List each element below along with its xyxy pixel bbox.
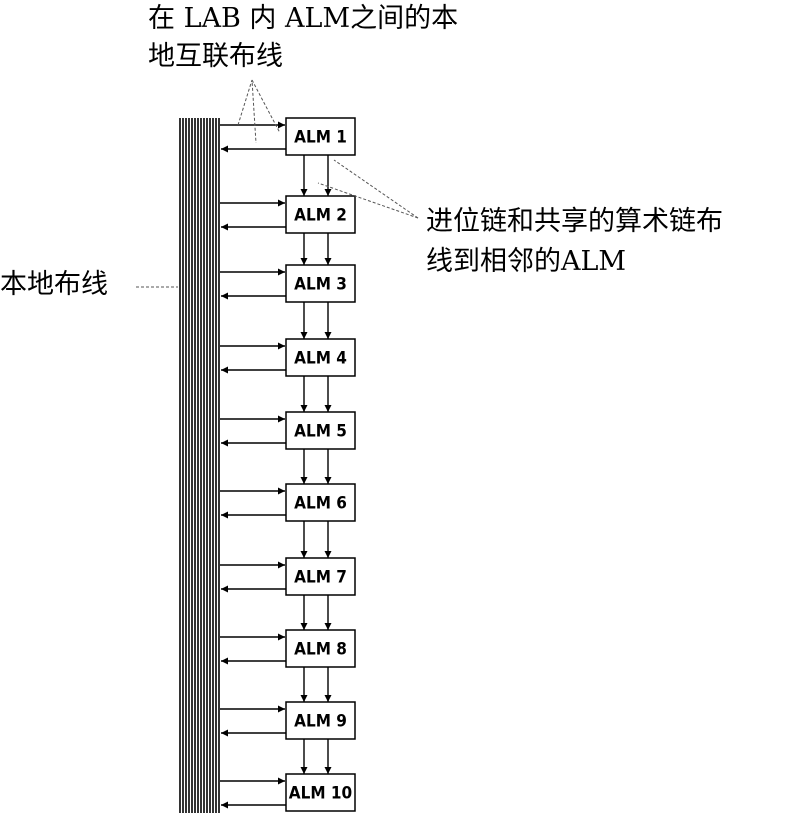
carry-chain-label-line1: 进位链和共享的算术链布 bbox=[426, 206, 723, 237]
alm-box bbox=[285, 195, 356, 234]
alm-block: ALM 1 bbox=[220, 117, 356, 196]
alm-box bbox=[285, 483, 356, 522]
alm-box bbox=[285, 264, 356, 303]
alm-label: ALM 7 bbox=[294, 568, 347, 588]
alm-block: ALM 6 bbox=[220, 483, 356, 558]
alm-box bbox=[285, 701, 356, 740]
alm-box bbox=[285, 629, 356, 668]
carry-chain-label-line2: 线到相邻的ALM bbox=[426, 246, 627, 277]
alm-box bbox=[285, 557, 356, 596]
alm-box bbox=[285, 338, 356, 377]
alm-block: ALM 4 bbox=[220, 338, 356, 412]
alm-column: ALM 1 ALM 2 ALM 3 ALM 4 ALM 5 ALM 6 ALM 7 ALM 8… bbox=[220, 117, 356, 812]
alm-block: ALM 7 bbox=[220, 557, 356, 630]
carry-chain-leader bbox=[333, 159, 419, 219]
alm-label: ALM 10 bbox=[289, 784, 352, 804]
alm-label: ALM 9 bbox=[294, 712, 347, 732]
carry-chain-leader bbox=[317, 182, 419, 219]
interconnect-leader bbox=[237, 79, 257, 144]
alm-block: ALM 8 bbox=[220, 629, 356, 702]
alm-label: ALM 2 bbox=[294, 206, 347, 226]
alm-box bbox=[285, 411, 356, 450]
alm-label: ALM 1 bbox=[294, 128, 347, 148]
alm-block: ALM 9 bbox=[220, 701, 356, 774]
local-interconnect-label-line2: 地互联布线 bbox=[148, 41, 283, 72]
local-interconnect-label-line1: 在 LAB 内 ALM之间的本 bbox=[148, 3, 459, 34]
alm-label: ALM 6 bbox=[294, 494, 347, 514]
local-routing-bus bbox=[179, 118, 220, 813]
local-routing-label: 本地布线 bbox=[0, 269, 108, 300]
alm-block: ALM 3 bbox=[220, 264, 356, 339]
leader-lines bbox=[136, 79, 419, 288]
alm-block: ALM 2 bbox=[220, 195, 356, 265]
alm-label: ALM 5 bbox=[294, 422, 347, 442]
alm-box bbox=[285, 117, 356, 156]
alm-label: ALM 8 bbox=[294, 640, 347, 660]
alm-block: ALM 5 bbox=[220, 411, 356, 484]
alm-box bbox=[285, 773, 356, 812]
alm-label: ALM 4 bbox=[294, 349, 347, 369]
alm-label: ALM 3 bbox=[294, 275, 347, 295]
alm-block: ALM 10 bbox=[220, 773, 356, 812]
